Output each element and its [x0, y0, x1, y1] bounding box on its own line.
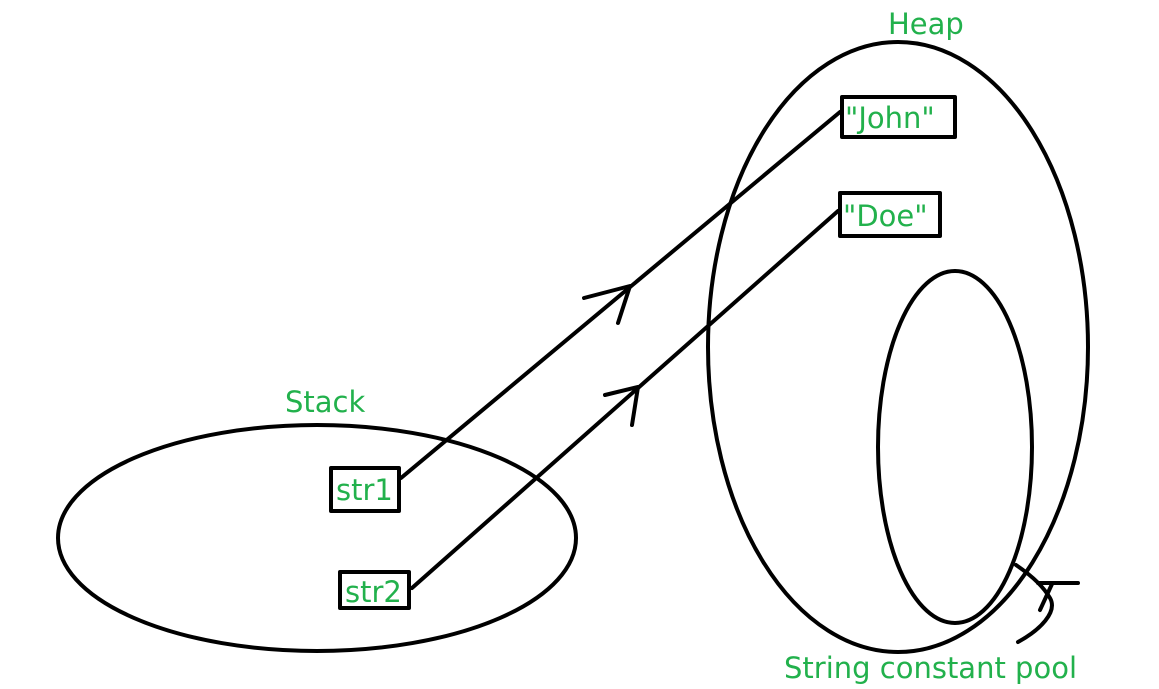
stack-label: Stack — [285, 385, 365, 419]
reference-arrow-str2-to-doe — [410, 209, 840, 590]
reference-arrowhead — [582, 284, 632, 325]
heap-label: Heap — [888, 7, 964, 41]
string-pool-region — [876, 269, 1034, 625]
stack-var-str1: str1 — [329, 466, 401, 513]
stack-var-name: str2 — [345, 575, 402, 609]
stack-var-box — [329, 466, 401, 513]
heap-object-value: "Doe" — [843, 199, 928, 233]
heap-region — [706, 40, 1090, 654]
heap-object-box — [840, 95, 957, 139]
reference-arrow-str1-to-john — [399, 110, 842, 480]
string-pool-pointer-arrow — [1014, 563, 1054, 644]
string-pool-pointer-arrowhead — [1036, 581, 1080, 612]
heap-object-doe: "Doe" — [838, 191, 942, 238]
heap-object-box — [838, 191, 942, 238]
stack-region — [56, 423, 578, 653]
reference-line — [399, 110, 842, 480]
stack-var-name: str1 — [336, 473, 393, 507]
heap-object-value: "John" — [845, 101, 935, 135]
reference-arrowhead — [603, 385, 640, 427]
stack-var-str2: str2 — [338, 570, 411, 610]
heap-object-john: "John" — [840, 95, 957, 139]
string-pool-label: String constant pool — [784, 651, 1077, 685]
reference-line — [410, 209, 840, 590]
stack-var-box — [338, 570, 411, 610]
